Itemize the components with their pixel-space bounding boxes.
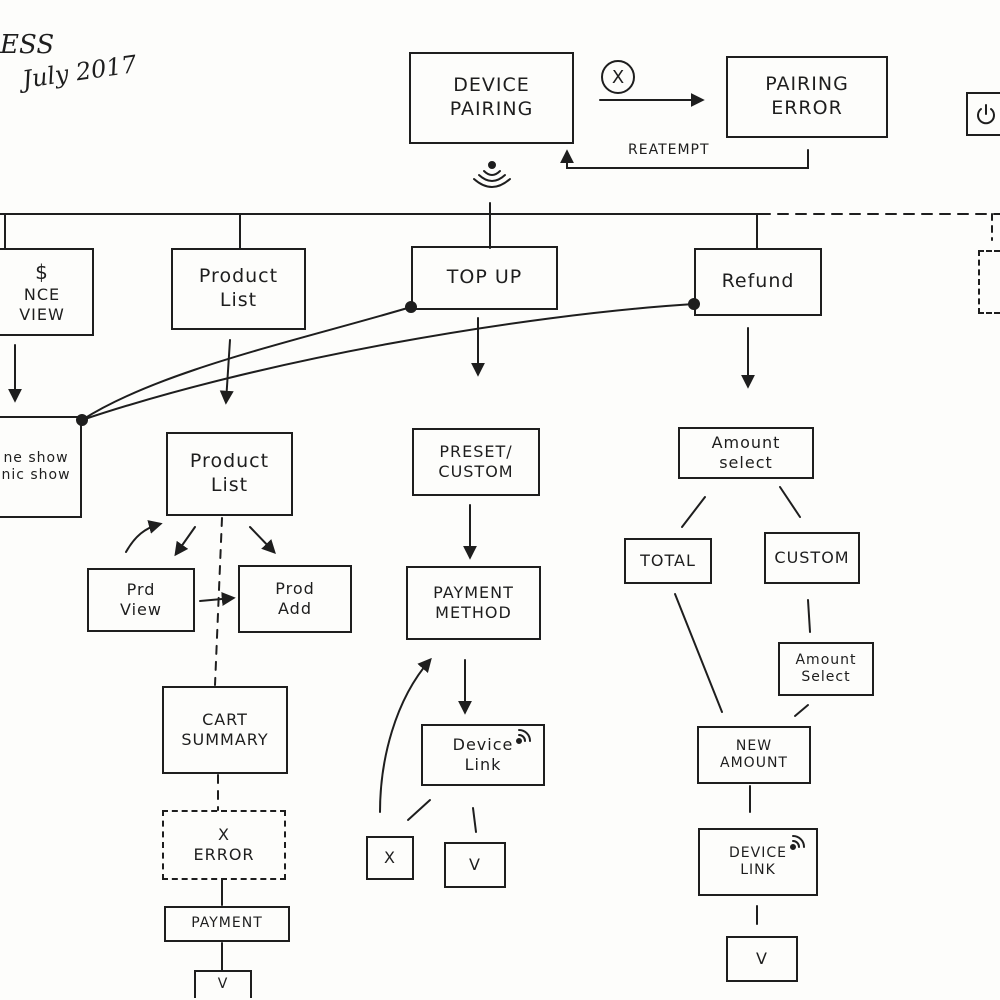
topup-success-node: V [444,842,506,888]
edge-custom-to-amount [807,599,811,633]
device-link-refund-node: DEVICE LINK [698,828,818,896]
new-amount-node: NEW AMOUNT [697,726,811,784]
edge-amount-to-custom [779,486,801,518]
prod-add-node: Prod Add [238,565,352,633]
refund-success-node: V [726,936,798,982]
product-list-node: Product List [166,432,293,516]
cart-error-node: X ERROR [162,810,286,880]
total-node: TOTAL [624,538,712,584]
device-pairing-node: DEVICE PAIRING [409,52,574,144]
future-menu-node [978,250,1000,314]
device-link-topup-node: Device Link [421,724,545,786]
custom-node: CUSTOM [764,532,860,584]
edge-total-to-new [674,593,723,713]
prod-view-node: Prd View [87,568,195,632]
nfc-signal-icon [516,729,531,744]
payment-method-node: PAYMENT METHOD [406,566,541,640]
nfc-signal-icon [790,835,805,850]
topup-fail-node: X [366,836,414,880]
amount-select-refund-node: Amount select [678,427,814,479]
top-up-node: TOP UP [411,246,558,310]
balance-view-label: NCE VIEW [19,284,65,324]
power-node [966,92,1000,136]
project-name: ESS [0,30,55,60]
edge-view-to-add [199,592,236,606]
edge-link-to-fail [407,799,431,821]
balance-show-node: ne show nic show [0,416,82,518]
balance-view-node: $ NCE VIEW [0,248,94,336]
edge-link-to-success [472,807,477,833]
pairing-error-node: PAIRING ERROR [726,56,888,138]
payment-success-node: V [194,970,252,998]
cart-summary-node: CART SUMMARY [162,686,288,774]
dollar-symbol: $ [35,259,49,284]
product-list-menu-node: Product List [171,248,306,330]
edge-list-to-add [249,526,276,555]
wireless-signal-icon [473,161,511,188]
edge-amount-to-new [794,704,809,717]
power-icon [977,104,995,125]
preset-custom-node: PRESET/ CUSTOM [412,428,540,496]
edge-amount-to-total [681,496,706,528]
reattempt-label: REATEMPT [628,142,710,158]
amount-select-custom-node: Amount Select [778,642,874,696]
pairing-fail-icon: X [601,60,635,94]
edge-prodview-loop [125,520,163,553]
payment-node: PAYMENT [164,906,290,942]
refund-node: Refund [694,248,822,316]
edge-list-to-cart [214,517,223,686]
edge-list-to-view [174,526,196,557]
edge-productlist-down [219,339,234,405]
